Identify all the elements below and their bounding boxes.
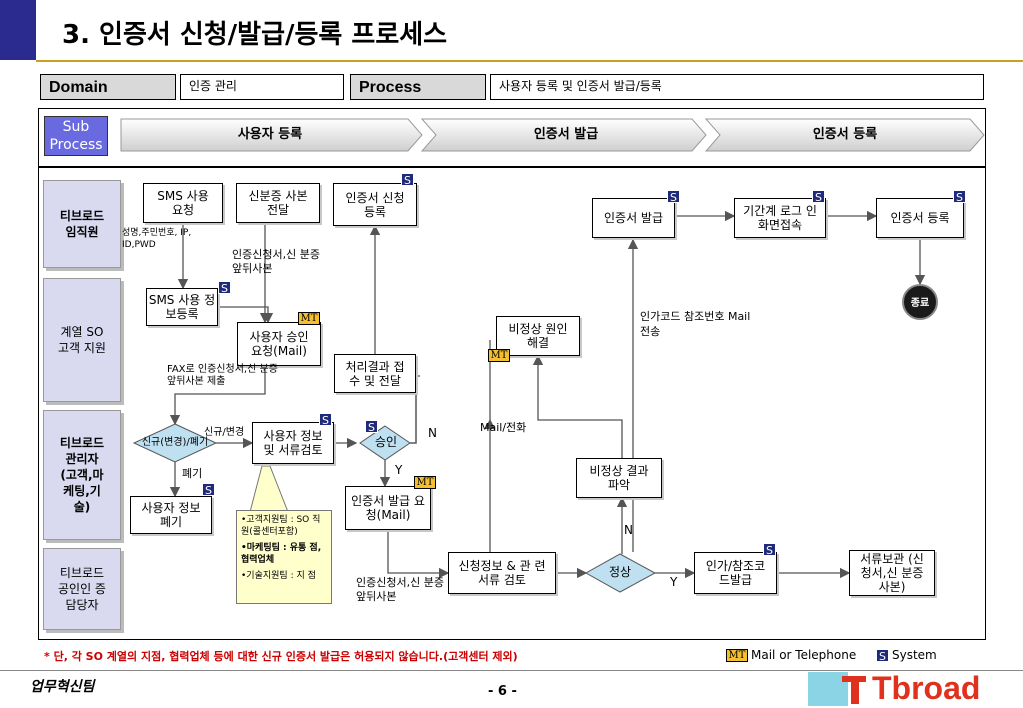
diamond-new-change-label: 신규(변경)/폐기 xyxy=(141,437,209,448)
callout-line-2: •마케팅팀 : 유통 점,협력업체 xyxy=(241,543,322,565)
label-mail-phone: Mail/전화 xyxy=(480,421,527,434)
box-result-receive: 처리결과 접 수 및 전달 xyxy=(334,354,416,393)
step-user-register: 사용자 등록 xyxy=(237,127,303,142)
process-label: Process xyxy=(350,74,486,100)
box-abnormal-check: 비정상 결과 파악 xyxy=(576,458,662,498)
legend-mt-text: Mail or Telephone xyxy=(751,648,857,662)
lane-employee: 티브로드 임직원 xyxy=(43,180,121,268)
page-title: 3. 인증서 신청/발급/등록 프로세스 xyxy=(62,20,448,50)
box-auth-issue: 인가/참조코 드발급 xyxy=(694,552,777,594)
chevron-cert-register xyxy=(704,118,985,152)
label-id-info: 성명,주민번호, IP, ID,PWD xyxy=(122,228,192,250)
logo-block xyxy=(808,672,848,706)
title-underline xyxy=(36,60,1023,62)
label-new-change-edge: 신규/변경 xyxy=(204,427,245,438)
title-accent-bar xyxy=(0,0,36,60)
box-cert-apply: 인증서 신청 등록 xyxy=(333,183,417,226)
mt-badge-user-approval: MT xyxy=(298,312,320,325)
chevron-user-register xyxy=(120,118,423,152)
diamond-approve-label: 승인 xyxy=(374,435,398,449)
label-cert-app-copy: 인증신청서,신 분증 앞뒤사본 xyxy=(232,248,320,275)
callout-line-3: •기술지원팀 : 지 점 xyxy=(241,571,316,581)
s-badge-cert-issue: S xyxy=(667,190,680,204)
process-value: 사용자 등록 및 인증서 발급/등록 xyxy=(490,74,984,100)
s-badge-auth-issue: S xyxy=(763,543,776,557)
end-node: 종료 xyxy=(902,284,938,320)
logo-text: Tbroad xyxy=(872,670,981,706)
label-y1: Y xyxy=(395,463,403,477)
box-sms-register: SMS 사용 정보등록 xyxy=(146,288,218,326)
callout-pointer xyxy=(249,465,289,513)
step-cert-register: 인증서 등록 xyxy=(812,127,878,142)
s-badge-approve: S xyxy=(365,420,378,434)
diamond-approve xyxy=(359,425,411,461)
label-cert-app-copy2: 인증신청서,신 분증 앞뒤사본 xyxy=(356,576,444,603)
box-user-review: 사용자 정보 및 서류검토 xyxy=(252,422,334,464)
box-cert-issue-req: 인증서 발급 요청(Mail) xyxy=(345,486,431,530)
edge-approve-n-return xyxy=(410,375,420,444)
box-user-discard: 사용자 정보 폐기 xyxy=(130,496,212,534)
domain-value: 인증 관리 xyxy=(180,74,344,100)
box-cert-register: 인증서 등록 xyxy=(876,198,964,238)
box-app-review: 신청정보 & 관 련서류 검토 xyxy=(448,552,556,594)
s-badge-user-discard: S xyxy=(202,483,215,497)
s-badge-cert-apply: S xyxy=(401,173,414,187)
diagram-frame xyxy=(38,108,986,640)
lane-admin: 티브로드 관리자 (고객,마 케팅,기 술) xyxy=(43,410,121,540)
box-id-send: 신분증 사본 전달 xyxy=(236,183,320,223)
box-abnormal-fix: 비정상 원인 해결 xyxy=(496,316,580,356)
s-badge-sms-register: S xyxy=(218,281,231,295)
edge-check-to-fix xyxy=(532,354,623,458)
label-discard-edge: 폐기 xyxy=(182,467,203,480)
subprocess-label: Sub Process xyxy=(44,116,108,156)
box-user-approval: 사용자 승인 요청(Mail) xyxy=(237,322,321,366)
lane-so-support: 계열 SO 고객 지원 xyxy=(43,278,121,402)
diamond-new-change xyxy=(132,423,218,463)
edge-approval-to-decision xyxy=(169,366,266,426)
box-cert-issue: 인증서 발급 xyxy=(592,198,675,238)
step-cert-issue: 인증서 발급 xyxy=(533,127,599,142)
logo-t-mark xyxy=(842,676,866,682)
label-y2: Y xyxy=(670,575,678,589)
diamond-normal-label: 정상 xyxy=(608,565,632,579)
subprocess-divider xyxy=(38,166,986,168)
page-number: - 6 - xyxy=(488,684,517,699)
box-sms-request: SMS 사용 요청 xyxy=(143,183,223,223)
box-doc-keep: 서류보관 (신청서,신 분증 사본) xyxy=(849,550,935,596)
logo-t-stem xyxy=(851,680,859,704)
footnote: * 단, 각 SO 계열의 지점, 협력업체 등에 대한 신규 인증서 발급은 … xyxy=(44,650,518,663)
diamond-normal xyxy=(584,553,657,593)
label-n2: N xyxy=(624,523,633,537)
footer-divider xyxy=(0,670,1023,671)
domain-label: Domain xyxy=(40,74,176,100)
legend-mt-badge: MT xyxy=(726,649,748,662)
edge-register-to-approval xyxy=(218,306,274,324)
callout-box: •고객지원팀 : SO 직원(콜센터포함) •마케팅팀 : 유통 점,협력업체 … xyxy=(236,510,332,604)
mt-badge-cert-issue-req: MT xyxy=(414,476,436,489)
label-n1: N xyxy=(428,426,437,440)
callout-line-1: •고객지원팀 : SO 직원(콜센터포함) xyxy=(241,515,321,537)
s-badge-user-review: S xyxy=(319,413,332,427)
label-auth-code: 인가코드 참조번호 Mail 전송 xyxy=(640,310,751,338)
mt-badge-abnormal-fix: MT xyxy=(488,349,510,362)
legend-s-badge: S xyxy=(876,649,889,663)
lane-cert-officer: 티브로드 공인인 증 담당자 xyxy=(43,548,121,630)
s-badge-term-login: S xyxy=(812,190,825,204)
footer-team: 업무혁신팀 xyxy=(30,679,95,695)
chevron-cert-issue xyxy=(420,118,707,152)
box-term-login: 기간계 로그 인 화면접속 xyxy=(734,198,826,238)
edge-issue-req-to-review xyxy=(387,530,450,579)
s-badge-cert-register: S xyxy=(953,190,966,204)
legend-s-text: System xyxy=(892,648,937,662)
label-fax-note: FAX로 인증신청서,신 분증 앞뒤사본 제출 xyxy=(167,364,278,387)
